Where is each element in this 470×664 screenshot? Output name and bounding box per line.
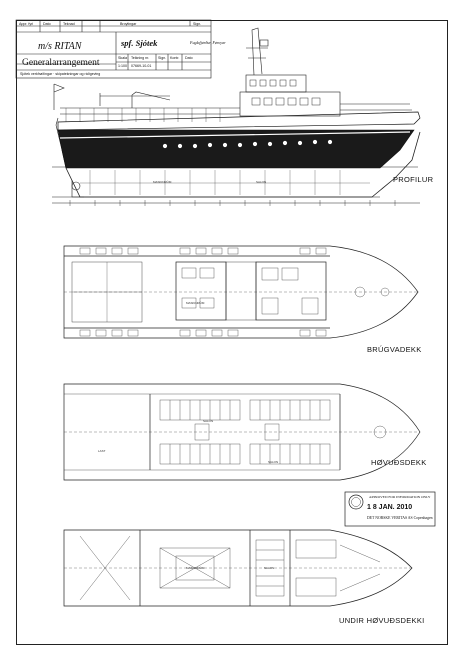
profile-view-label: PROFILUR (393, 175, 434, 184)
room-label-engine-bridge: MASKINRÚM (186, 301, 205, 305)
approval-stamp: APPROVED FOR INFORMATION ONLY 1 8 JAN. 2… (345, 492, 435, 526)
stamp-date: 1 8 JAN. 2010 (367, 504, 413, 511)
date-label: Dato (185, 56, 193, 60)
header-cell-approved: Appr. fyri (19, 22, 34, 26)
stamp-bottom-text: DET NORSKE VERITAS AS Copenhagen (367, 516, 433, 520)
main-deck-plan (63, 383, 421, 481)
company-location: Fuglafjørður, Føroyar (190, 40, 226, 45)
room-label-engine-lower: MASKINRÚM (186, 566, 205, 570)
bridge-deck-label: BRÚGVADEKK (367, 345, 422, 354)
scale-label: Skala (118, 56, 127, 60)
address-line: Sjótek verkfrøðingar · skipatekningar og… (20, 72, 101, 76)
header-cell-drawn: Teknad (63, 22, 75, 26)
bridge-deck-plan (63, 245, 419, 339)
vessel-name: m/s RITAN (38, 41, 82, 52)
room-label-salon-lower: SALON (264, 566, 275, 570)
lower-deck-label: UNDIR HØVUÐSDEKKI (339, 616, 425, 625)
drawing-no-value: 07669-10-01 (131, 64, 152, 68)
drawing-title: Generalarrangement (22, 58, 100, 68)
drawing-frame (16, 20, 448, 645)
drawing-no-label: Teikning nr. (131, 56, 150, 60)
title-block-border (15, 19, 212, 79)
room-label-cargo: LAST (98, 449, 106, 453)
main-deck-label: HØVUÐSDEKK (371, 458, 427, 467)
lower-deck-plan (63, 529, 413, 607)
scale-value: 1:100 (118, 64, 127, 68)
room-label-salon-main-2: SALON (268, 460, 279, 464)
check-label: Kontr. (170, 56, 180, 60)
room-label-salon-main: SALON (203, 419, 214, 423)
room-label-engine-profile: MASKINRÚM (153, 180, 172, 184)
room-label-salon-profile: SALON (256, 180, 267, 184)
header-cell-date: Dato (43, 22, 51, 26)
header-cell-sign: Sign. (193, 22, 202, 26)
company-logo: spf. Sjótek (121, 38, 158, 48)
hull-upper-band (57, 111, 421, 131)
stamp-top-text: APPROVED FOR INFORMATION ONLY (369, 495, 431, 499)
header-cell-revisions: Broytingar (120, 22, 137, 26)
hull-dark-band (57, 129, 415, 169)
sign-label: Sign. (158, 56, 167, 60)
approval-stamp-frame (344, 491, 436, 527)
